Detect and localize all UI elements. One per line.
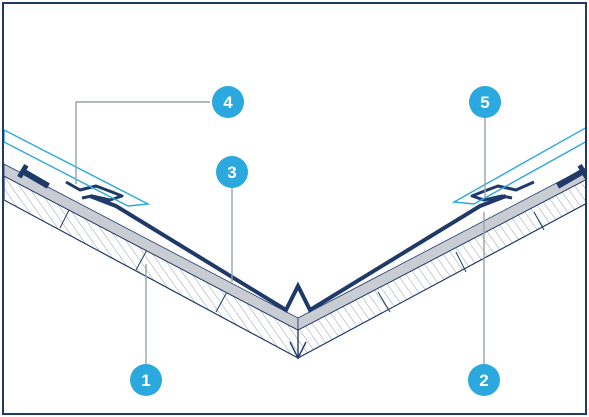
callout-label-2: 2 xyxy=(479,371,488,390)
callout-badge-1: 1 xyxy=(130,364,162,396)
right-batten-marks xyxy=(377,211,545,313)
leader-line-4 xyxy=(75,101,210,184)
right-underlay xyxy=(297,167,585,331)
callout-badge-4: 4 xyxy=(212,86,244,118)
left-batten-marks xyxy=(59,207,229,313)
callout-badge-3: 3 xyxy=(216,156,248,188)
callout-badge-5: 5 xyxy=(469,86,501,118)
left-hem-fold xyxy=(65,180,124,202)
right-hem-fold xyxy=(470,180,535,202)
left-tile-outline xyxy=(4,129,151,207)
right-tile-outline xyxy=(451,127,585,205)
screw-icon xyxy=(556,163,585,189)
callout-badge-2: 2 xyxy=(468,364,500,396)
callout-label-3: 3 xyxy=(227,163,236,182)
screw-icon xyxy=(17,163,50,189)
callout-label-1: 1 xyxy=(141,371,150,390)
valley-bottom-crimp xyxy=(289,341,307,360)
callout-label-4: 4 xyxy=(223,93,233,112)
valley-metal-sheet xyxy=(89,194,507,313)
callout-label-5: 5 xyxy=(480,93,489,112)
